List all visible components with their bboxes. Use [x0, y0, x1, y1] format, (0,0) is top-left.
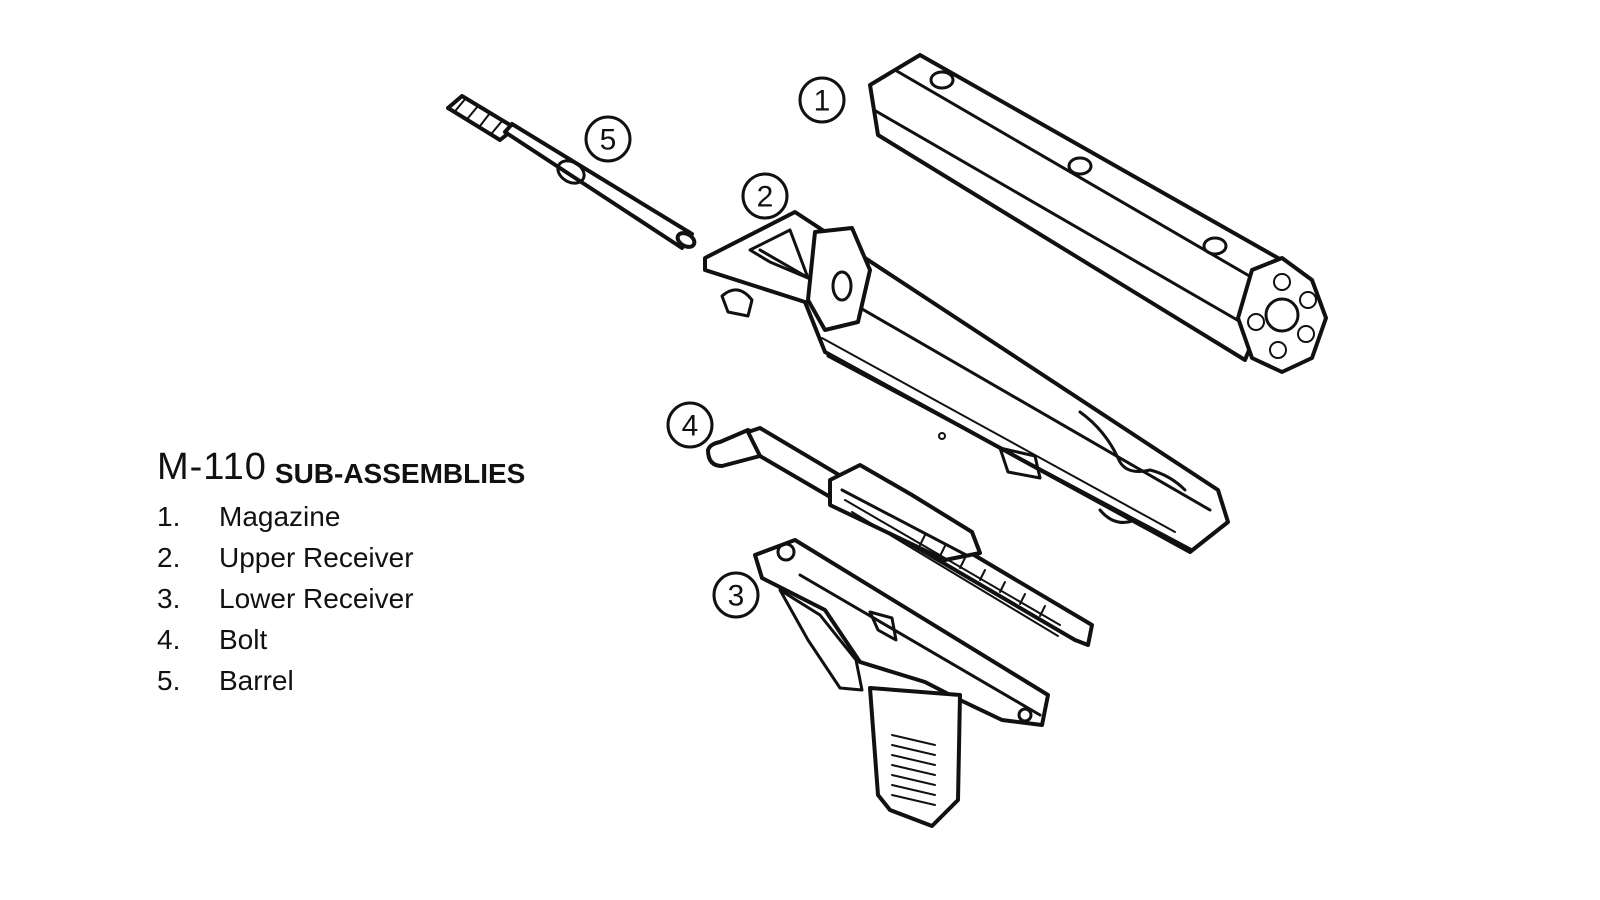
legend-item-number: 5.	[157, 665, 181, 696]
legend-item-name: Lower Receiver	[219, 583, 414, 614]
legend-item-number: 1.	[157, 501, 181, 532]
legend-heading: SUB-ASSEMBLIES	[274, 458, 526, 489]
legend-item: 1. Magazine	[157, 496, 525, 537]
model-name: M-110	[157, 446, 267, 488]
magazine-part	[868, 53, 1328, 374]
callout-2: 2	[741, 172, 789, 220]
callout-2-number: 2	[757, 181, 774, 214]
legend-list: 1. Magazine 2. Upper Receiver 3. Lower Rece…	[157, 496, 525, 701]
legend-item: 2. Upper Receiver	[157, 537, 525, 578]
callout-5: 5	[584, 115, 632, 163]
callout-1-number: 1	[814, 85, 831, 118]
legend-item-number: 4.	[157, 624, 181, 655]
callout-5-number: 5	[600, 124, 617, 157]
legend-item-name: Barrel	[219, 665, 294, 696]
legend-item-name: Magazine	[219, 501, 341, 532]
legend-item-name: Upper Receiver	[219, 542, 414, 573]
legend-item: 5. Barrel	[157, 660, 525, 701]
legend-item: 4. Bolt	[157, 619, 525, 660]
lower-receiver-part	[753, 538, 1050, 828]
callout-1: 1	[798, 76, 846, 124]
upper-receiver-part	[703, 210, 1230, 554]
bolt-part	[706, 426, 1094, 647]
legend-item-number: 2.	[157, 542, 181, 573]
legend-item: 3. Lower Receiver	[157, 578, 525, 619]
callout-4-number: 4	[682, 410, 699, 443]
legend-item-number: 3.	[157, 583, 181, 614]
callout-3: 3	[712, 571, 760, 619]
barrel-part	[446, 94, 697, 250]
callout-3-number: 3	[728, 580, 745, 613]
callout-4: 4	[666, 401, 714, 449]
legend-item-name: Bolt	[219, 624, 268, 655]
